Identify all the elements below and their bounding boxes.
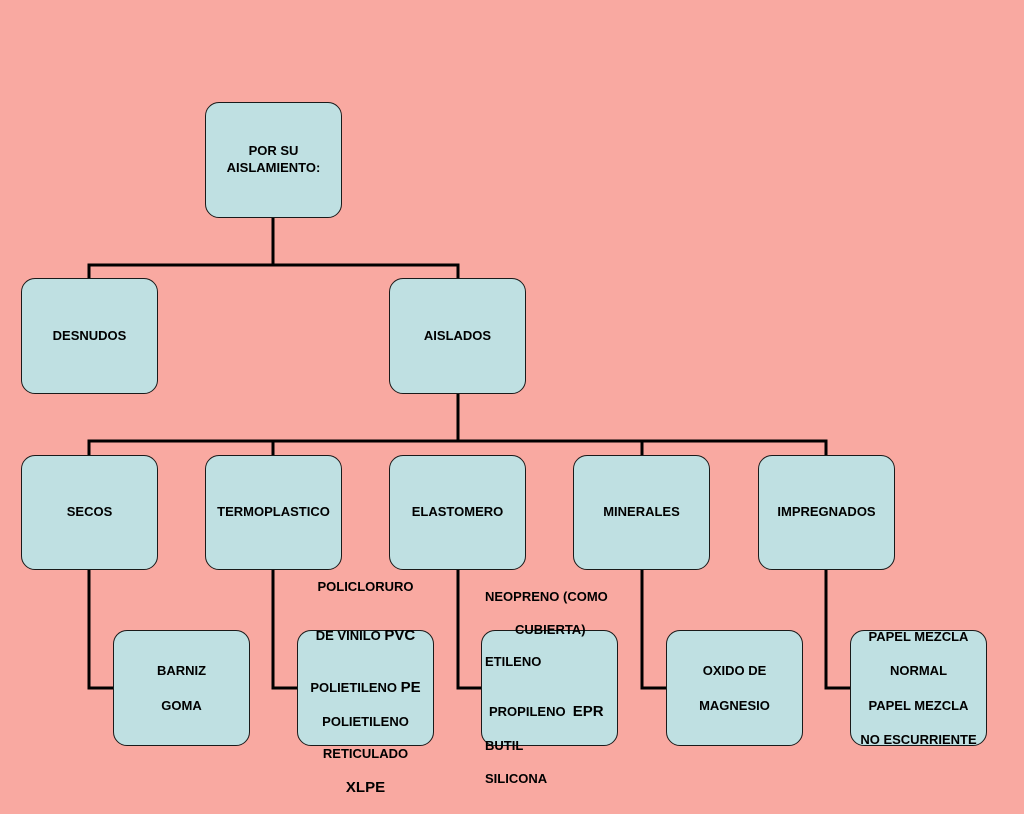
connector-secos-leaf: [87, 570, 113, 690]
abbrev-pe: PE: [400, 678, 421, 696]
leaf-termoplastico-line: POLICLORURO: [317, 578, 414, 594]
node-secos: SECOS: [21, 455, 158, 570]
connector-level2-bar: [87, 439, 828, 455]
abbrev-xlpe: XLPE: [345, 778, 386, 796]
text: DE VINILO: [315, 628, 385, 644]
leaf-minerales-line: MAGNESIO: [699, 697, 770, 713]
node-termoplastico: TERMOPLASTICO: [205, 455, 342, 570]
node-elastomero: ELASTOMERO: [389, 455, 526, 570]
abbrev-pvc: PVC: [384, 627, 416, 645]
leaf-impregnados-line: PAPEL MEZCLA: [868, 697, 969, 713]
leaf-secos-line: GOMA: [161, 697, 202, 713]
abbrev-epr: EPR: [572, 703, 604, 720]
node-aislados: AISLADOS: [389, 278, 526, 394]
leaf-impregnados: PAPEL MEZCLA NORMAL PAPEL MEZCLA NO ESCU…: [850, 628, 987, 747]
connector-minerales-leaf: [640, 570, 666, 690]
leaf-impregnados-line: PAPEL MEZCLA: [868, 628, 969, 644]
text: POLIETILENO: [310, 679, 401, 695]
leaf-secos: BARNIZ GOMA: [113, 630, 250, 746]
text: PROPILENO: [489, 704, 573, 719]
connector-termoplastico-leaf: [271, 570, 297, 690]
insulation-hierarchy-diagram: POR SU AISLAMIENTO: DESNUDOS AISLADOS SE…: [21, 102, 987, 796]
leaf-secos-line: BARNIZ: [156, 663, 207, 679]
connector-elastomero-leaf: [456, 570, 481, 690]
connector-level1-bar: [87, 263, 460, 278]
leaf-termoplastico: POLICLORURO DE VINILO PVC POLIETILENO PE…: [297, 579, 434, 796]
leaf-elastomero-line: CUBIERTA): [515, 621, 586, 637]
leaf-termoplastico-line: POLIETILENO PE: [310, 662, 420, 697]
leaf-elastomero-line: ETILENO: [485, 654, 542, 670]
node-impregnados: IMPREGNADOS: [758, 455, 895, 570]
leaf-elastomero-line: PROPILENO EPR: [485, 687, 608, 722]
leaf-minerales-line: OXIDO DE: [702, 663, 767, 679]
connector-impregnados-leaf: [824, 570, 850, 690]
leaf-impregnados-line: NORMAL: [889, 663, 948, 679]
node-minerales: MINERALES: [573, 455, 710, 570]
root-node: POR SU AISLAMIENTO:: [205, 102, 342, 218]
leaf-impregnados-line: NO ESCURRIENTE: [860, 731, 977, 747]
leaf-termoplastico-line: RETICULADO: [322, 746, 409, 762]
connector-lines: [87, 218, 850, 690]
leaf-elastomero-line: NEOPRENO (COMO: [485, 589, 608, 605]
leaf-elastomero-line: BUTIL: [485, 738, 524, 753]
leaf-termoplastico-line: POLIETILENO: [322, 713, 409, 729]
leaf-elastomero: NEOPRENO (COMO CUBIERTA) ETILENO PROPILE…: [481, 589, 618, 786]
leaf-minerales: OXIDO DE MAGNESIO: [666, 630, 803, 746]
leaf-elastomero-line: SILICONA: [485, 770, 548, 786]
node-desnudos: DESNUDOS: [21, 278, 158, 394]
leaf-termoplastico-line: DE VINILO PVC: [310, 611, 420, 646]
